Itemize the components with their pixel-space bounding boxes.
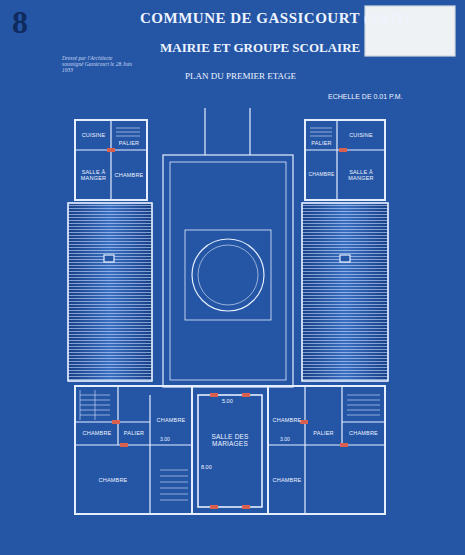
bedroom: CHAMBRE	[112, 152, 146, 198]
room-label: CHAMBRE	[99, 477, 128, 483]
sheet-number: 8	[12, 4, 28, 41]
bedroom: CHAMBRE	[343, 423, 384, 444]
bedroom: CHAMBRE	[77, 447, 149, 513]
room-label: CHAMBRE	[349, 430, 378, 436]
room-label: PALIER	[119, 140, 139, 146]
scale-note: ECHELLE DE 0.01 P.M.	[328, 93, 403, 100]
wedding-hall: SALLE DES MARIAGES	[200, 420, 260, 460]
plan-title: COMMUNE DE GASSICOURT (S&O)	[140, 10, 409, 27]
room-label: CHAMBRE	[115, 172, 144, 178]
room-label: CHAMBRE	[83, 430, 112, 436]
dimension: 3.00	[160, 436, 170, 442]
room-label: PALIER	[313, 430, 333, 436]
room-label: SALLE DES MARIAGES	[201, 433, 259, 448]
dimension: 5.00	[222, 398, 233, 404]
room-label: CHAMBRE	[308, 172, 334, 178]
room-label: CHAMBRE	[273, 477, 302, 483]
dining-room: SALLE À MANGER	[338, 152, 384, 198]
room-label: PALIER	[124, 430, 144, 436]
plan-heading: PLAN DU PREMIER ETAGE	[185, 71, 296, 81]
room-label: CUISINE	[349, 132, 373, 138]
room-kitchen: CUISINE	[77, 122, 110, 149]
dining-room: SALLE À MANGER	[77, 152, 110, 198]
dimension: 3.00	[280, 436, 290, 442]
landing: PALIER	[307, 138, 336, 149]
room-label: CHAMBRE	[157, 417, 186, 423]
room-label: CUISINE	[82, 132, 106, 138]
dimension: 8.00	[201, 464, 212, 470]
landing: PALIER	[112, 138, 146, 149]
subtitle: MAIRIE ET GROUPE SCOLAIRE	[160, 40, 360, 56]
room-label: SALLE À MANGER	[78, 169, 109, 182]
room-kitchen: CUISINE	[338, 122, 384, 149]
landing: PALIER	[119, 423, 149, 444]
room-label: PALIER	[311, 140, 331, 146]
bedroom: CHAMBRE	[307, 152, 336, 198]
bedroom: CHAMBRE	[270, 447, 304, 513]
bedroom: CHAMBRE	[151, 396, 191, 444]
room-label: CHAMBRE	[273, 417, 302, 423]
room-label: SALLE À MANGER	[339, 169, 383, 182]
bedroom: CHAMBRE	[77, 423, 117, 444]
handwritten-note: Dressé par l'Architecte soussigné Gassic…	[62, 55, 134, 73]
landing: PALIER	[306, 423, 341, 444]
